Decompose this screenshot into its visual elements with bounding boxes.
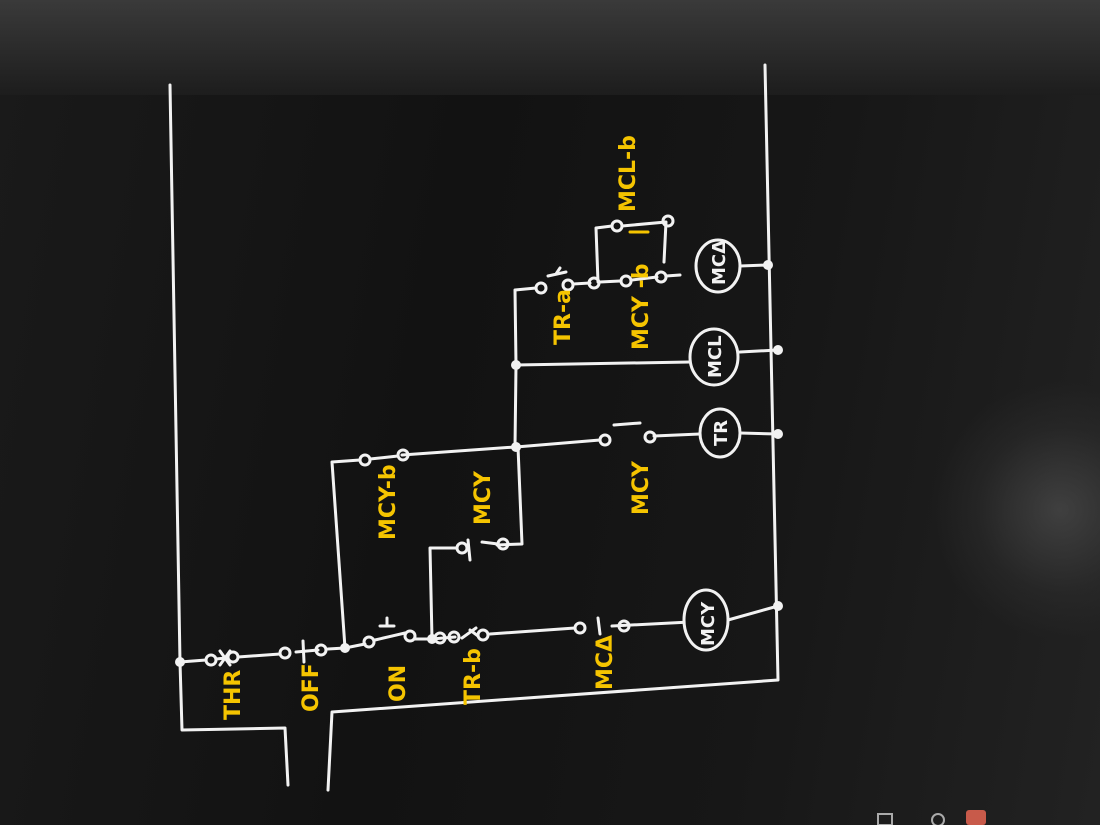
label-mcy-b2: MCY -b: [629, 263, 654, 350]
monitor-bezel: [0, 0, 1100, 95]
label-mcy-b: MCY-b: [376, 464, 401, 540]
vertical-bus: [513, 286, 538, 449]
left-rail: [168, 83, 290, 787]
tr-b-contact: [433, 626, 490, 645]
label-tr-a: TR-a: [551, 289, 576, 345]
mcy-b-branch: [330, 445, 517, 650]
thr-contact: [204, 649, 240, 667]
label-mcl-b: MCL-b: [616, 135, 641, 212]
on-contact: [362, 616, 417, 649]
mcl-coil: MCL: [688, 327, 740, 387]
label-on: ON: [386, 665, 411, 702]
label-off: OFF: [299, 663, 324, 712]
mcy-coil: MCY: [682, 588, 730, 652]
top-rung-wire: [571, 273, 682, 286]
mcy-hold-branch: [428, 445, 524, 641]
svg-text:TR: TR: [711, 420, 732, 446]
tr-coil: TR: [698, 407, 742, 459]
taskbar-icons: [877, 810, 986, 825]
grid-icon: [877, 813, 893, 825]
mc-delta-contact: [573, 616, 631, 636]
svg-text:MCY: MCY: [698, 601, 719, 646]
label-mcy-tr: MCY: [629, 460, 654, 515]
mcd-coil: MCΔ: [694, 238, 742, 294]
label-tr-b: TR-b: [461, 648, 486, 705]
svg-text:MCΔ: MCΔ: [709, 240, 730, 285]
right-rail: [326, 63, 780, 792]
tr-rung-wire: [514, 431, 780, 449]
app-icon: [966, 810, 986, 825]
label-mcy-hold: MCY: [471, 470, 496, 525]
search-icon: [931, 813, 945, 825]
label-thr: THR: [221, 670, 246, 720]
mcl-rung-wire: [514, 348, 780, 367]
off-contact: [278, 639, 328, 664]
mcl-b-parallel: [594, 220, 668, 284]
label-mc-delta: MCΔ: [593, 635, 618, 690]
svg-text:MCL: MCL: [705, 335, 726, 378]
